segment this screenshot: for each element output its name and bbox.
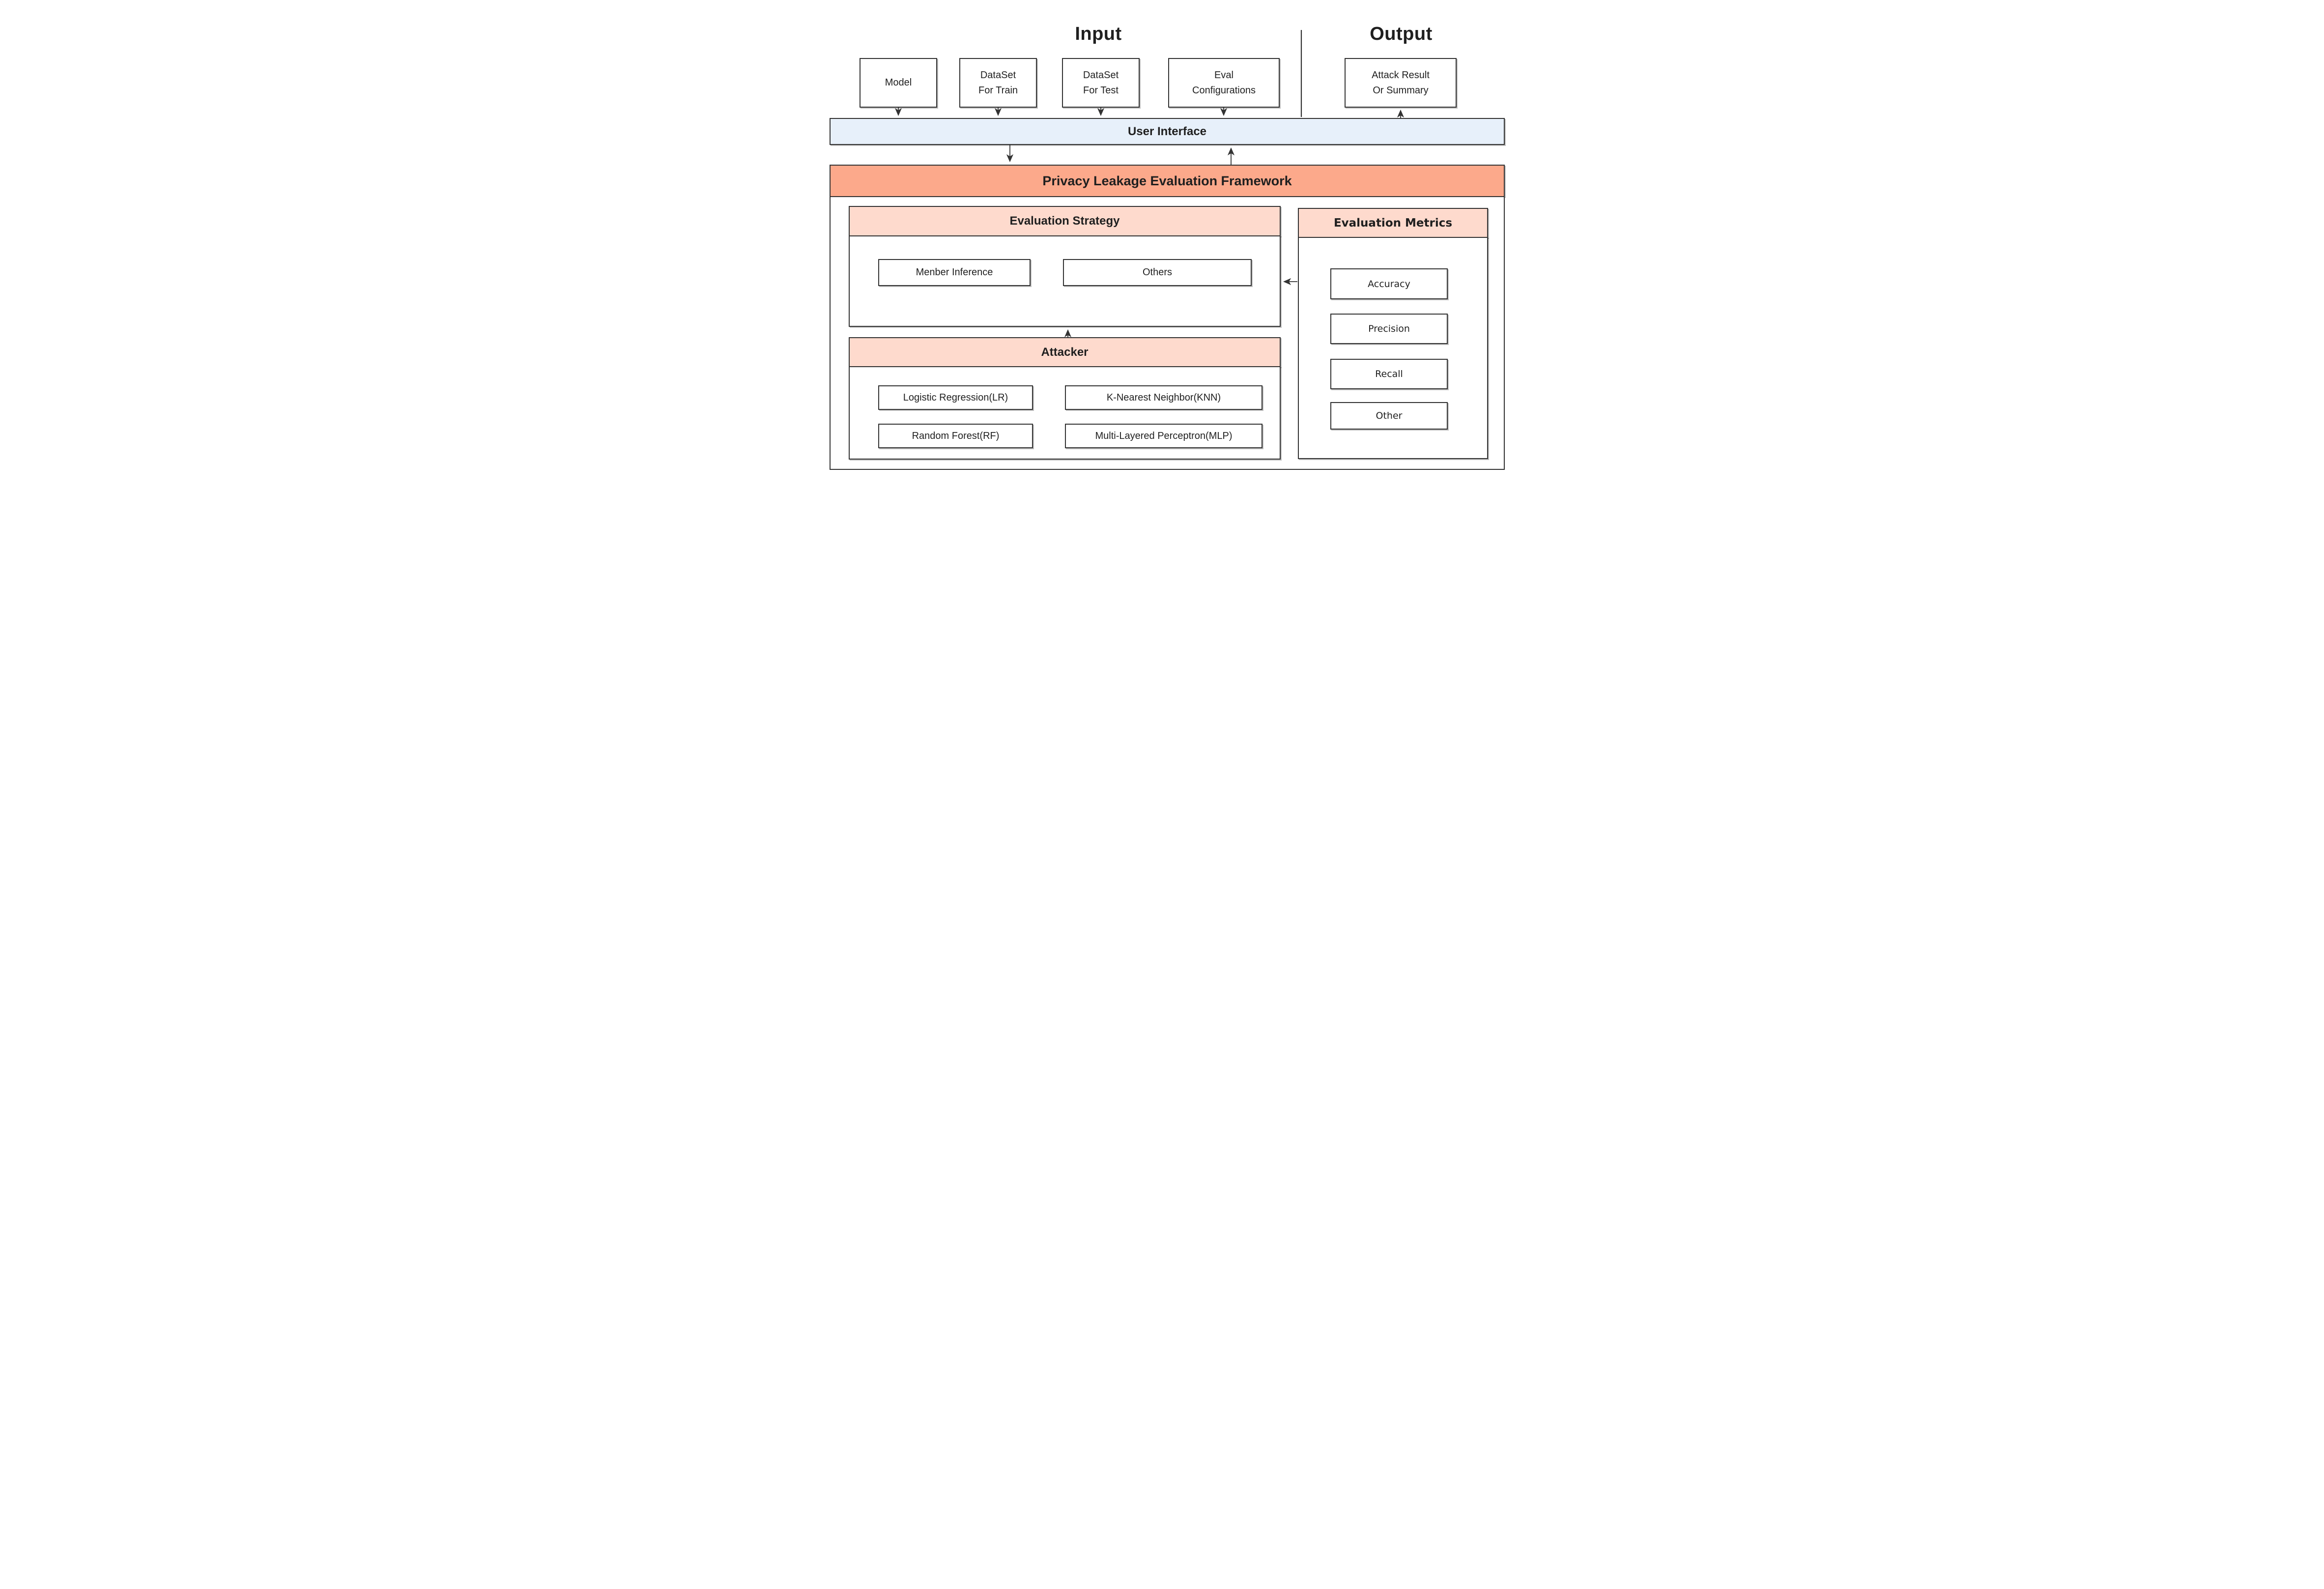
metric-box-other-label: Other: [1376, 410, 1403, 421]
input-box-model-label: Model: [885, 77, 912, 88]
input-box-eval-configurations: Eval Configurations: [1168, 58, 1280, 108]
evaluation-metrics-title: Evaluation Metrics: [1333, 216, 1453, 230]
metric-box-recall-label: Recall: [1375, 369, 1403, 379]
user-interface-bar: User Interface: [830, 118, 1505, 145]
privacy-leakage-framework-diagram: Input Output Model DataSet For Train Dat…: [813, 3, 1511, 480]
attacker-box-mlp-label: Multi-Layered Perceptron(MLP): [1095, 430, 1233, 441]
strategy-box-others: Others: [1063, 259, 1252, 286]
metric-box-precision: Precision: [1330, 314, 1448, 344]
input-box-dataset-train: DataSet For Train: [959, 58, 1037, 108]
attacker-box-random-forest-label: Random Forest(RF): [912, 430, 1000, 441]
input-box-dataset-train-label: DataSet For Train: [978, 69, 1018, 96]
metric-box-accuracy: Accuracy: [1330, 268, 1448, 299]
attacker-box-random-forest: Random Forest(RF): [878, 424, 1033, 448]
attacker-header: Attacker: [849, 337, 1281, 367]
framework-header: Privacy Leakage Evaluation Framework: [830, 165, 1505, 197]
attacker-box-knn-label: K-Nearest Neighbor(KNN): [1106, 392, 1221, 403]
input-section-title: Input: [1075, 24, 1122, 44]
metric-box-recall: Recall: [1330, 359, 1448, 389]
input-box-dataset-test-label: DataSet For Test: [1083, 69, 1119, 96]
attacker-box-knn: K-Nearest Neighbor(KNN): [1065, 385, 1262, 410]
evaluation-strategy-header: Evaluation Strategy: [849, 206, 1281, 236]
metric-box-precision-label: Precision: [1368, 323, 1410, 334]
framework-header-label: Privacy Leakage Evaluation Framework: [1042, 173, 1292, 188]
evaluation-metrics-header: Evaluation Metrics: [1298, 208, 1488, 238]
attacker-title: Attacker: [1041, 345, 1089, 359]
output-box-attack-result-label: Attack Result Or Summary: [1372, 69, 1430, 96]
input-box-model: Model: [860, 58, 937, 108]
output-section-title: Output: [1370, 24, 1433, 44]
attacker-box-logistic-regression: Logistic Regression(LR): [878, 385, 1033, 410]
user-interface-label: User Interface: [1127, 124, 1207, 138]
attacker-box-logistic-regression-label: Logistic Regression(LR): [903, 392, 1008, 403]
output-box-attack-result: Attack Result Or Summary: [1345, 58, 1457, 108]
strategy-box-others-label: Others: [1142, 267, 1173, 278]
input-box-eval-configurations-label: Eval Configurations: [1192, 69, 1256, 96]
metric-box-accuracy-label: Accuracy: [1368, 278, 1410, 289]
input-box-dataset-test: DataSet For Test: [1062, 58, 1140, 108]
metric-box-other: Other: [1330, 402, 1448, 430]
attacker-box-mlp: Multi-Layered Perceptron(MLP): [1065, 424, 1262, 448]
strategy-box-member-inference-label: Menber Inference: [916, 267, 993, 278]
evaluation-strategy-title: Evaluation Strategy: [1009, 214, 1120, 228]
strategy-box-member-inference: Menber Inference: [878, 259, 1031, 286]
